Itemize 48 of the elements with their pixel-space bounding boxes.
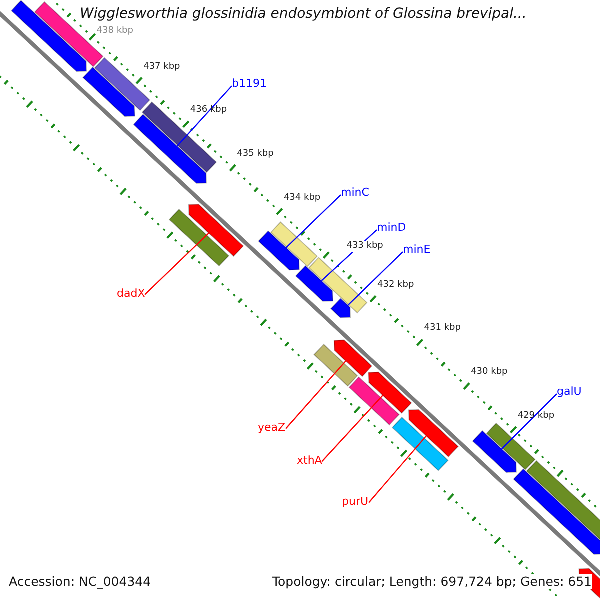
footer-text: Topology: circular; Length: 697,724 bp; Genes: 651 bbox=[272, 574, 592, 589]
gene-label: b1191 bbox=[232, 77, 267, 90]
gene-label: minD bbox=[377, 221, 406, 234]
gene-feature bbox=[82, 66, 136, 118]
scale-label: 429 kbp bbox=[518, 410, 555, 422]
gene-feature bbox=[258, 230, 300, 271]
scale-label: 430 kbp bbox=[471, 367, 508, 378]
gene-label: purU bbox=[342, 495, 369, 508]
feature-bar bbox=[486, 422, 536, 470]
leader-line bbox=[144, 232, 210, 296]
feature-bar bbox=[314, 344, 358, 387]
leader-line bbox=[286, 360, 346, 430]
gene-label: galU bbox=[557, 385, 582, 398]
gene-feature bbox=[295, 265, 334, 302]
gene-feature bbox=[188, 204, 244, 258]
scale-label: 438 kbp bbox=[96, 26, 134, 37]
gene-label: xthA bbox=[297, 454, 322, 468]
gene-feature bbox=[408, 409, 459, 458]
gene-label: dadX bbox=[117, 287, 146, 300]
gene-label: minC bbox=[341, 186, 370, 200]
gene-feature bbox=[513, 468, 600, 555]
feature-bar bbox=[270, 222, 318, 268]
footer-text: Accession: NC_004344 bbox=[9, 574, 152, 589]
scale-label: 437 kbp bbox=[144, 62, 180, 72]
leader-line bbox=[501, 394, 558, 450]
leader-line bbox=[368, 436, 427, 504]
scale-label: 431 kbp bbox=[424, 323, 461, 334]
scale-label: 434 kbp bbox=[284, 192, 321, 204]
scale-label: 432 kbp bbox=[378, 280, 414, 291]
scale-label: 436 kbp bbox=[190, 105, 228, 116]
gene-feature bbox=[472, 430, 518, 474]
gene-feature bbox=[330, 298, 352, 318]
gene-label: minE bbox=[403, 243, 431, 256]
gene-feature bbox=[133, 114, 208, 184]
feature-bar bbox=[308, 257, 368, 314]
leader-line bbox=[176, 86, 232, 147]
gene-feature bbox=[368, 372, 412, 414]
feature-bar bbox=[348, 376, 400, 426]
title: Wigglesworthia glossinidia endosymbiont of Glossina brevipal... bbox=[80, 6, 527, 23]
feature-bar bbox=[168, 208, 230, 267]
gene-feature bbox=[334, 340, 373, 378]
leader-line bbox=[322, 395, 384, 462]
scale-label: 435 kbp bbox=[237, 148, 274, 160]
leader-line bbox=[348, 252, 404, 306]
feature-bar bbox=[392, 416, 449, 472]
leader-line bbox=[286, 194, 342, 248]
scale-label: 433 kbp bbox=[346, 241, 384, 252]
gene-label: yeaZ bbox=[258, 421, 286, 434]
